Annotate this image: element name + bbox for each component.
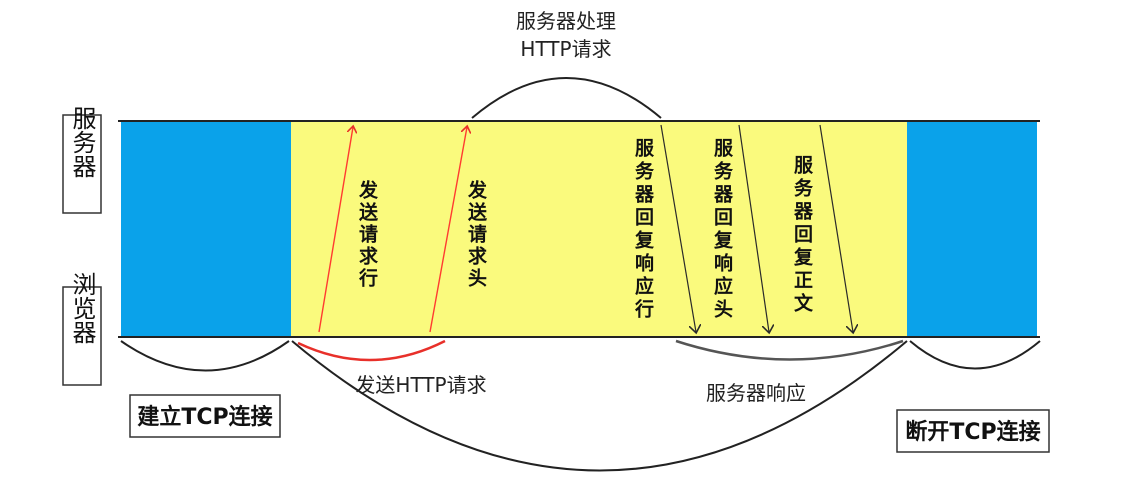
- server-label: 服务器: [68, 106, 96, 178]
- server-processing-label-line1: 服务器处理: [516, 9, 616, 33]
- whole-request-arc: [291, 340, 908, 472]
- server-processing-label-line2: HTTP请求: [520, 37, 611, 61]
- tcp-connect-band: [121, 121, 291, 337]
- server-processing-arc: [471, 77, 662, 119]
- response-body-arrow: [819, 124, 853, 332]
- browser-label: 浏览器: [68, 272, 96, 344]
- request-headers-label: 发送请求头: [465, 179, 488, 290]
- response-line-arrow: [660, 124, 696, 332]
- response-headers-label: 服务器回复响应头: [711, 138, 734, 322]
- http-transfer-band: [291, 121, 907, 337]
- browser-label-box: [62, 286, 102, 386]
- response-line-label: 服务器回复响应行: [632, 138, 655, 322]
- request-headers-arrow: [429, 127, 467, 333]
- response-headers-arrow: [738, 124, 769, 332]
- tcp-connect-arc: [120, 340, 290, 372]
- send-request-label: 发送HTTP请求: [355, 373, 486, 397]
- response-body-label: 服务器回复正文: [791, 155, 814, 316]
- server-response-arc: [675, 339, 904, 361]
- send-request-arc: [297, 339, 446, 362]
- request-line-label: 发送请求行: [356, 179, 379, 290]
- server-label-box: [62, 114, 102, 214]
- establish-tcp-box: [129, 394, 281, 438]
- disconnect-tcp-label: 断开TCP连接: [905, 419, 1040, 445]
- tcp-disconnect-arc: [909, 340, 1041, 370]
- disconnect-tcp-box: [896, 409, 1050, 453]
- server-response-label: 服务器响应: [706, 381, 806, 405]
- establish-tcp-label: 建立TCP连接: [137, 404, 272, 430]
- tcp-disconnect-band: [907, 121, 1037, 337]
- request-line-arrow: [318, 127, 353, 333]
